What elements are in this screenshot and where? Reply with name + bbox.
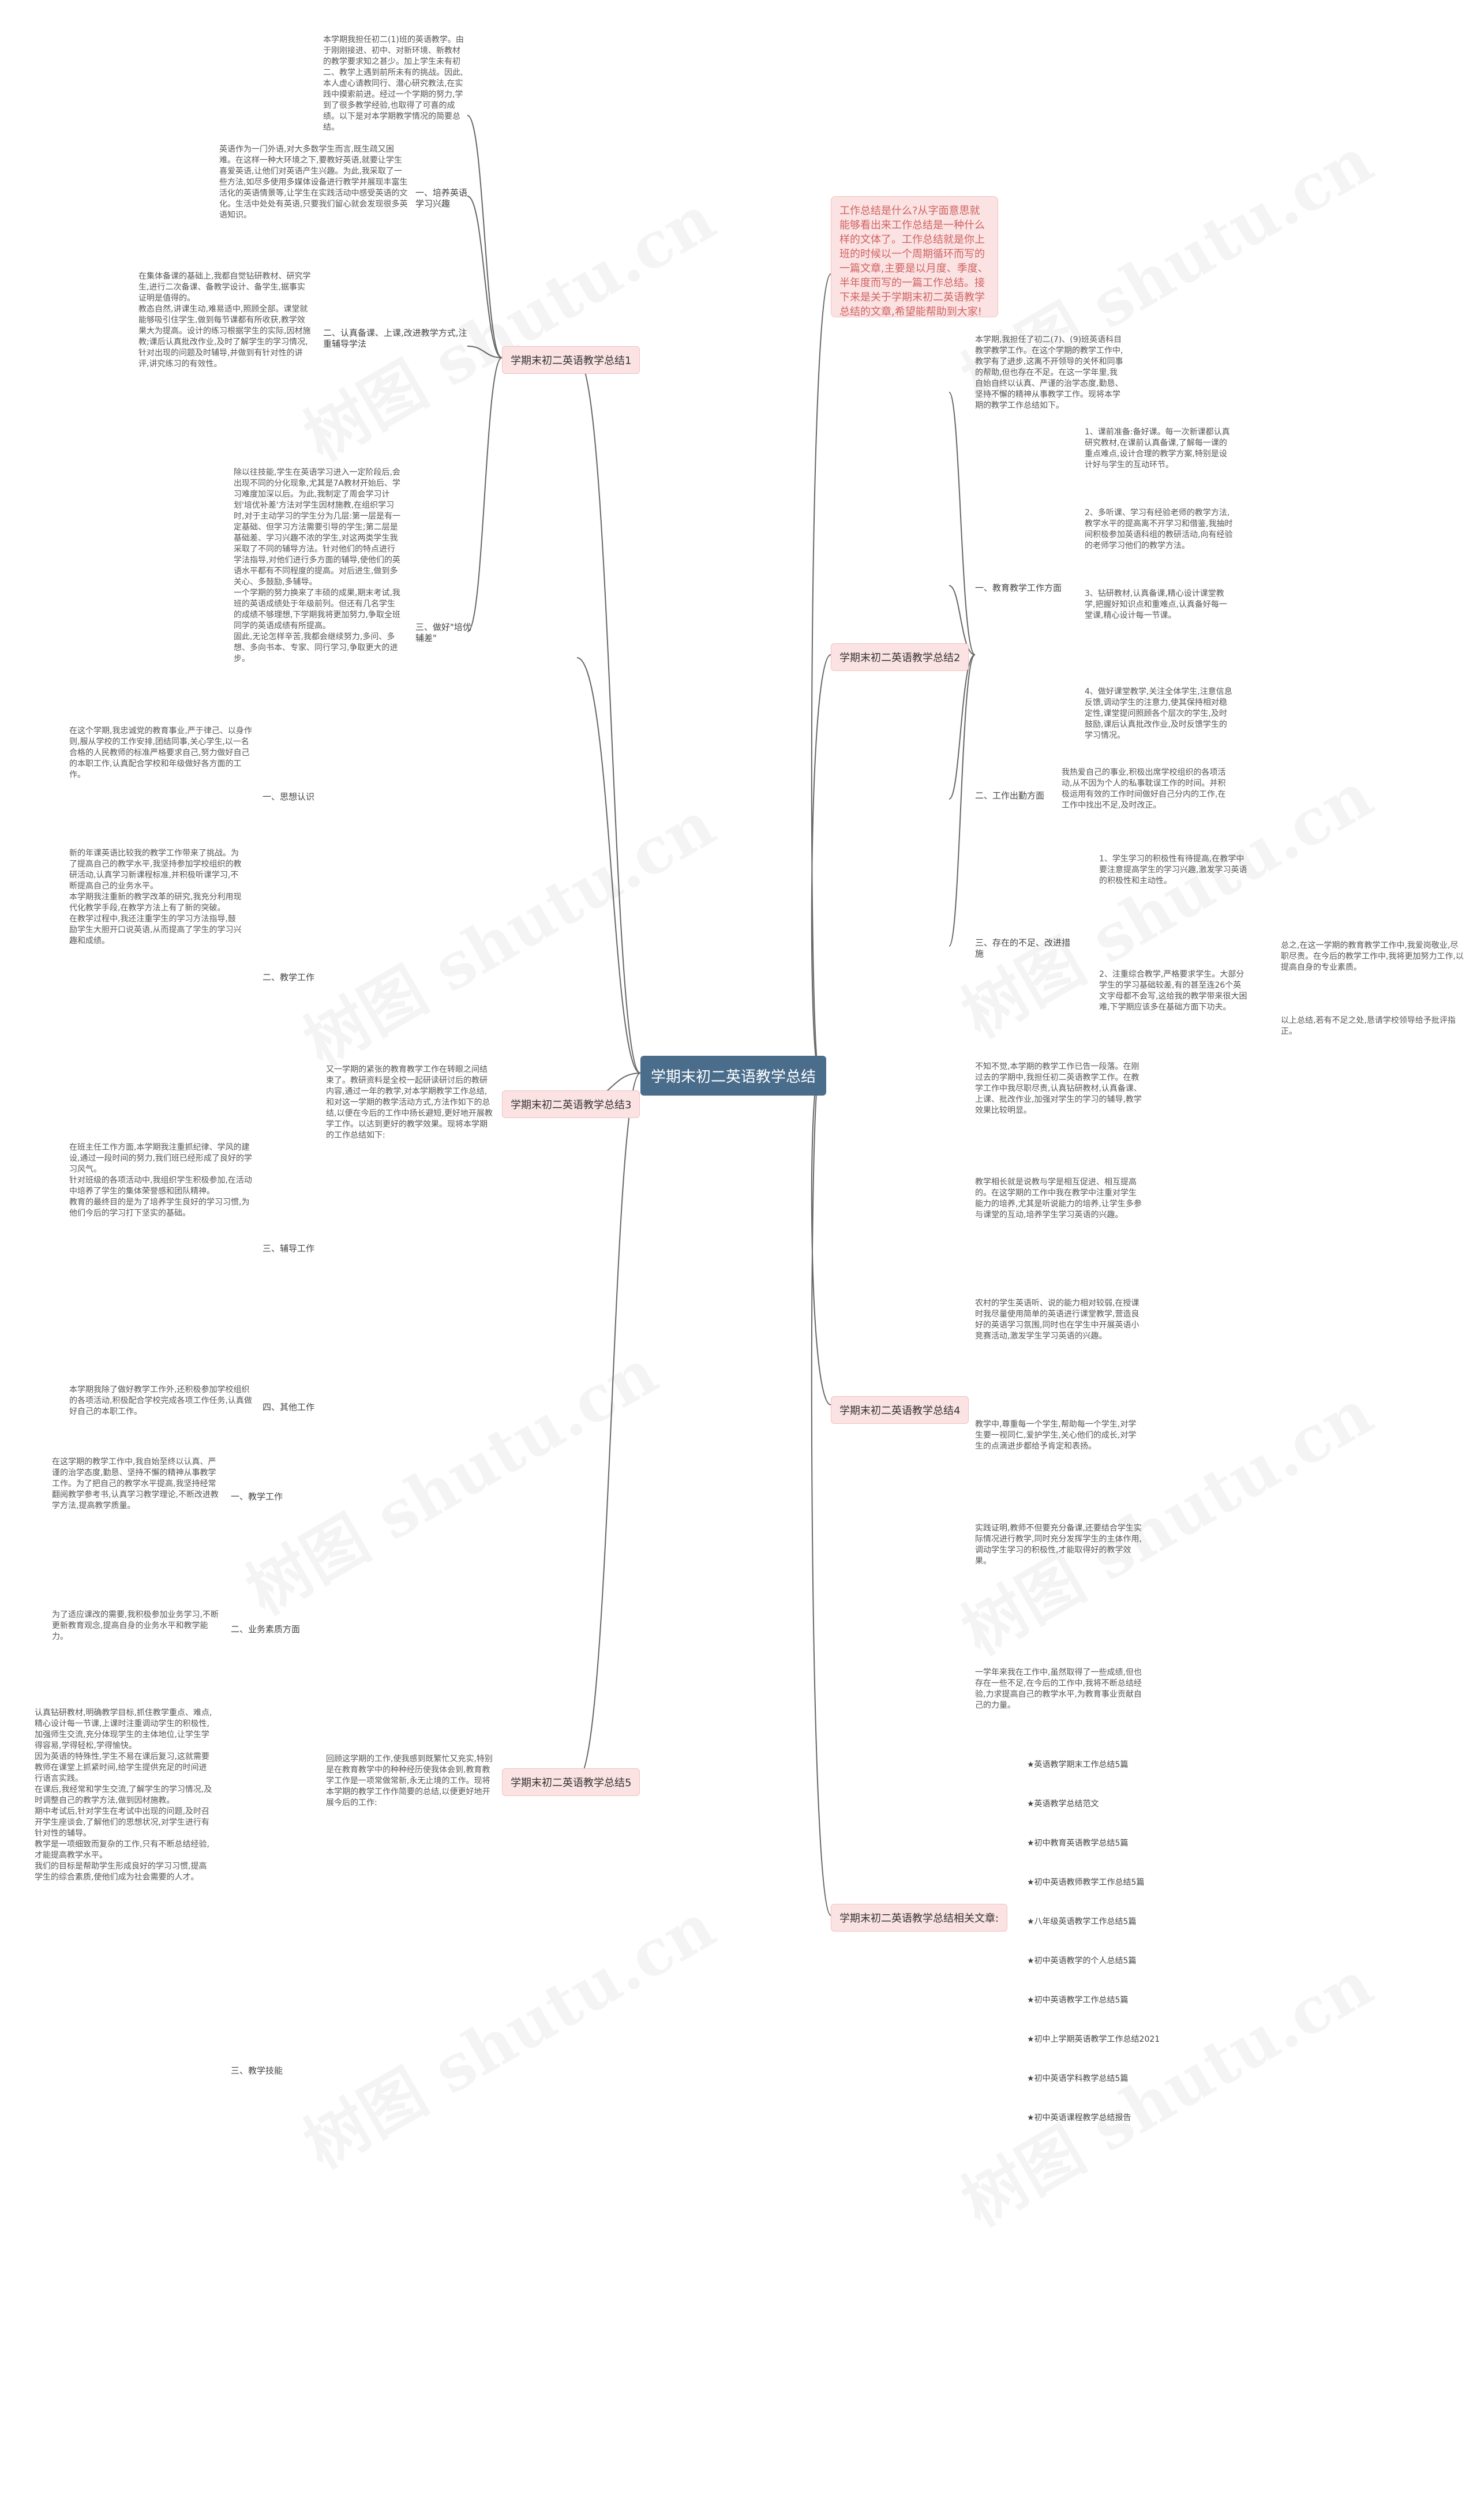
branch-2-sub-1-label[interactable]: 一、教育教学工作方面	[975, 583, 1062, 593]
branch-3-sub-2-text: 新的年课英语比较我的教学工作带来了挑战。为了提高自己的教学水平,我坚持参加学校组…	[69, 849, 242, 946]
branch-3-sub-2-label[interactable]: 二、教学工作	[263, 972, 315, 982]
branch-2-sub-2-label[interactable]: 二、工作出勤方面	[975, 790, 1045, 801]
related-link-9[interactable]: ★初中英语学科教学总结5篇	[1027, 2074, 1129, 2083]
branch-summary-1[interactable]: 学期末初二英语教学总结1	[502, 346, 640, 374]
branch-2-sub-3-item-2: 2、注重综合教学,严格要求学生。大部分学生的学习基础较差,有的甚至连26个英文字…	[1099, 970, 1247, 1012]
branch-related-articles[interactable]: 学期末初二英语教学总结相关文章:	[831, 1904, 1008, 1932]
related-link-6[interactable]: ★初中英语教学的个人总结5篇	[1027, 1956, 1137, 1966]
branch-3-sub-4-label[interactable]: 四、其他工作	[263, 1402, 315, 1412]
branch-4-text-6: 一学年来我在工作中,虽然取得了一些成绩,但也存在一些不足,在今后的工作中,我将不…	[975, 1668, 1142, 1710]
branch-2-intro: 本学期,我担任了初二(7)、(9)班英语科目教学教学工作。在这个学期的教学工作中…	[975, 335, 1123, 410]
branch-summary-4[interactable]: 学期末初二英语教学总结4	[831, 1396, 969, 1424]
related-link-7[interactable]: ★初中英语教学工作总结5篇	[1027, 1996, 1129, 2005]
branch-3-sub-4-text: 本学期我除了做好教学工作外,还积极参加学校组织的各项活动,积极配合学校完成各项工…	[69, 1385, 252, 1416]
related-link-4[interactable]: ★初中英语教师教学工作总结5篇	[1027, 1878, 1145, 1887]
branch-summary-3[interactable]: 学期末初二英语教学总结3	[502, 1090, 640, 1118]
branch-2-sub-3-item-1: 1、学生学习的积极性有待提高,在教学中要注意提高学生的学习兴趣,激发学习英语的积…	[1099, 854, 1247, 886]
branch-summary-5[interactable]: 学期末初二英语教学总结5	[502, 1768, 640, 1796]
related-link-2[interactable]: ★英语教学总结范文	[1027, 1799, 1099, 1809]
branch-5-sub-1-text: 在这学期的教学工作中,我自始至终以认真、严谨的治学态度,勤恳、坚持不懈的精神从事…	[52, 1457, 219, 1510]
related-link-1[interactable]: ★英语教学期末工作总结5篇	[1027, 1760, 1129, 1769]
branch-5-intro: 回顾这学期的工作,使我感到既繁忙又充实,特别是在教育教学中的种种经历使我体会到,…	[326, 1754, 493, 1807]
related-link-10[interactable]: ★初中英语课程教学总结报告	[1027, 2113, 1131, 2122]
branch-4-text-5: 实践证明,教师不但要充分备课,还要结合学生实际情况进行教学,同时充分发挥学生的主…	[975, 1524, 1142, 1566]
branch-5-sub-1-label[interactable]: 一、教学工作	[231, 1491, 283, 1502]
branch-4-text-1: 不知不觉,本学期的教学工作已告一段落。在刚过去的学期中,我担任初二英语教学工作。…	[975, 1062, 1142, 1115]
branch-2-sub-1-item-2: 2、多听课、学习有经验老师的教学方法,教学水平的提高离不开学习和借鉴,我抽时间积…	[1085, 508, 1233, 550]
branch-2-closing-2: 以上总结,若有不足之处,恳请学校领导给予批评指正。	[1281, 1016, 1456, 1036]
branch-2-sub-1-item-3: 3、钻研教材,认真备课,精心设计课堂教学,把握好知识点和重难点,认真备好每一堂课…	[1085, 589, 1227, 620]
branch-5-sub-2-text: 为了适应课改的需要,我积极参加业务学习,不断更新教育观念,提高自身的业务水平和教…	[52, 1610, 219, 1641]
branch-1-sub-2-text: 在集体备课的基础上,我都自觉钻研教材、研究学生,进行二次备课、备教学设计、备学生…	[138, 272, 311, 369]
branch-5-sub-2-label[interactable]: 二、业务素质方面	[231, 1624, 301, 1634]
branch-1-sub-2-label[interactable]: 二、认真备课、上课,改进教学方式,注重辅导学法	[323, 328, 467, 349]
branch-summary-2[interactable]: 学期末初二英语教学总结2	[831, 643, 969, 671]
branch-4-text-3: 农村的学生英语听、说的能力相对较弱,在授课时我尽量使用简单的英语进行课堂教学,营…	[975, 1299, 1139, 1341]
branch-2-sub-3-label[interactable]: 三、存在的不足、改进措施	[975, 937, 1071, 959]
branch-4-text-4: 教学中,尊重每一个学生,帮助每一个学生,对学生要一视同仁,爱护学生,关心他们的成…	[975, 1420, 1137, 1451]
branch-3-sub-1-label[interactable]: 一、思想认识	[263, 792, 315, 802]
branch-3-sub-3-text: 在班主任工作方面,本学期我注重抓纪律、学风的建设,通过一段时间的努力,我们班已经…	[69, 1143, 252, 1218]
branch-3-sub-3-label[interactable]: 三、辅导工作	[263, 1243, 315, 1254]
branch-2-sub-1-item-1: 1、课前准备:备好课。每一次新课都认真研究教材,在课前认真备课,了解每一课的重点…	[1085, 427, 1230, 470]
branch-1-sub-1-label[interactable]: 一、培养英语学习兴趣	[415, 187, 468, 209]
branch-4-text-2: 教学相长就是说教与学是相互促进、相互提高的。在这学期的工作中我在教学中注重对学生…	[975, 1178, 1142, 1220]
branch-1-intro: 本学期我担任初二(1)班的英语教学。由于刚刚接进、初中、对新环境、新教材的教学要…	[323, 35, 464, 132]
branch-2-sub-2-text: 我热爱自己的事业,积极出席学校组织的各项活动,从不因为个人的私事耽误工作的时间。…	[1062, 768, 1226, 810]
root-topic[interactable]: 学期末初二英语教学总结	[640, 1056, 827, 1096]
branch-2-closing-1: 总之,在这一学期的教育教学工作中,我爱岗敬业,尽职尽责。在今后的教学工作中,我将…	[1281, 941, 1464, 972]
related-link-3[interactable]: ★初中教育英语教学总结5篇	[1027, 1839, 1129, 1848]
branch-5-sub-3-text: 认真钻研教材,明确教学目标,抓住教学重点、难点,精心设计每一节课,上课时注重调动…	[35, 1708, 212, 1882]
branch-2-sub-1-item-4: 4、做好课堂教学,关注全体学生,注意信息反馈,调动学生的注意力,使其保持相对稳定…	[1085, 687, 1232, 740]
branch-1-sub-1-text: 英语作为一门外语,对大多数学生而言,既生疏又困难。在这样一种大环境之下,要教好英…	[219, 145, 408, 220]
branch-1-sub-3-label[interactable]: 三、做好"培优辅差"	[415, 622, 471, 643]
related-link-8[interactable]: ★初中上学期英语教学工作总结2021	[1027, 2035, 1160, 2044]
related-link-5[interactable]: ★八年级英语教学工作总结5篇	[1027, 1917, 1137, 1926]
intro-note: 工作总结是什么?从字面意思就能够看出来工作总结是一种什么样的文体了。工作总结就是…	[831, 196, 998, 318]
branch-3-sub-1-text: 在这个学期,我忠诚党的教育事业,严于律己、以身作则,服从学校的工作安排,团结同事…	[69, 726, 252, 779]
branch-5-sub-3-label[interactable]: 三、教学技能	[231, 2065, 283, 2076]
branch-1-sub-3-text: 除以往技能,学生在英语学习进入一定阶段后,会出现不同的分化现象,尤其是7A教材开…	[234, 468, 401, 663]
branch-3-intro: 又一学期的紧张的教育教学工作在转眼之间结束了。教研资料是全校一起研读研讨后的教研…	[326, 1065, 493, 1140]
